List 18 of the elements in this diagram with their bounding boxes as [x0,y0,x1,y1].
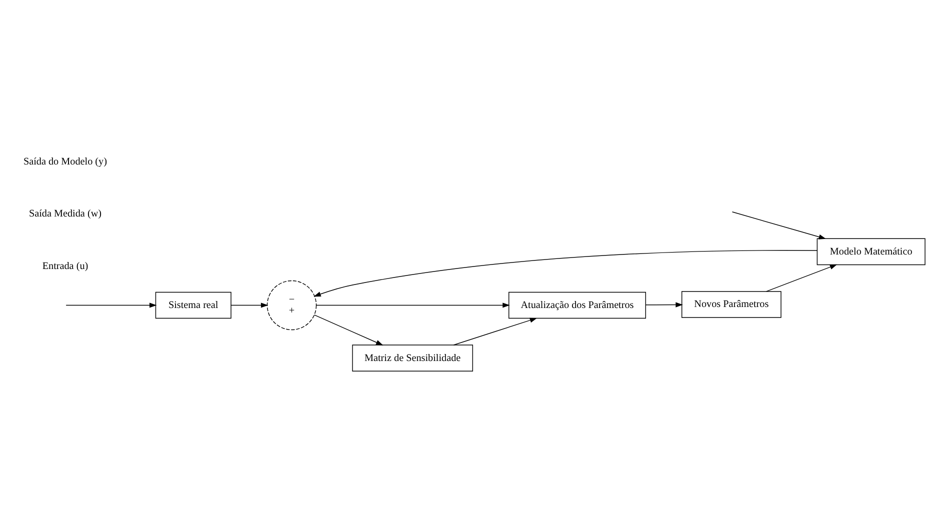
arrow [314,250,818,297]
arrow [646,302,683,308]
node-box: Novos Parâmetros [681,291,782,318]
arrow [314,314,384,346]
label: Entrada (u) [42,260,88,272]
arrow [453,318,538,346]
node-box: Atualização dos Parâmetros [508,292,646,319]
arrow [732,212,826,240]
arrow [316,302,510,308]
node-box: Modelo Matemático [816,238,926,266]
arrow [766,264,838,292]
arrow [66,302,157,308]
label: Saída Medida (w) [28,208,102,220]
node-box: Sistema real [155,292,232,319]
label: Saída do Modelo (y) [23,156,108,168]
node-circle: − + [266,280,317,330]
node-box: Matriz de Sensibilidade [352,344,474,372]
arrow [230,302,268,308]
